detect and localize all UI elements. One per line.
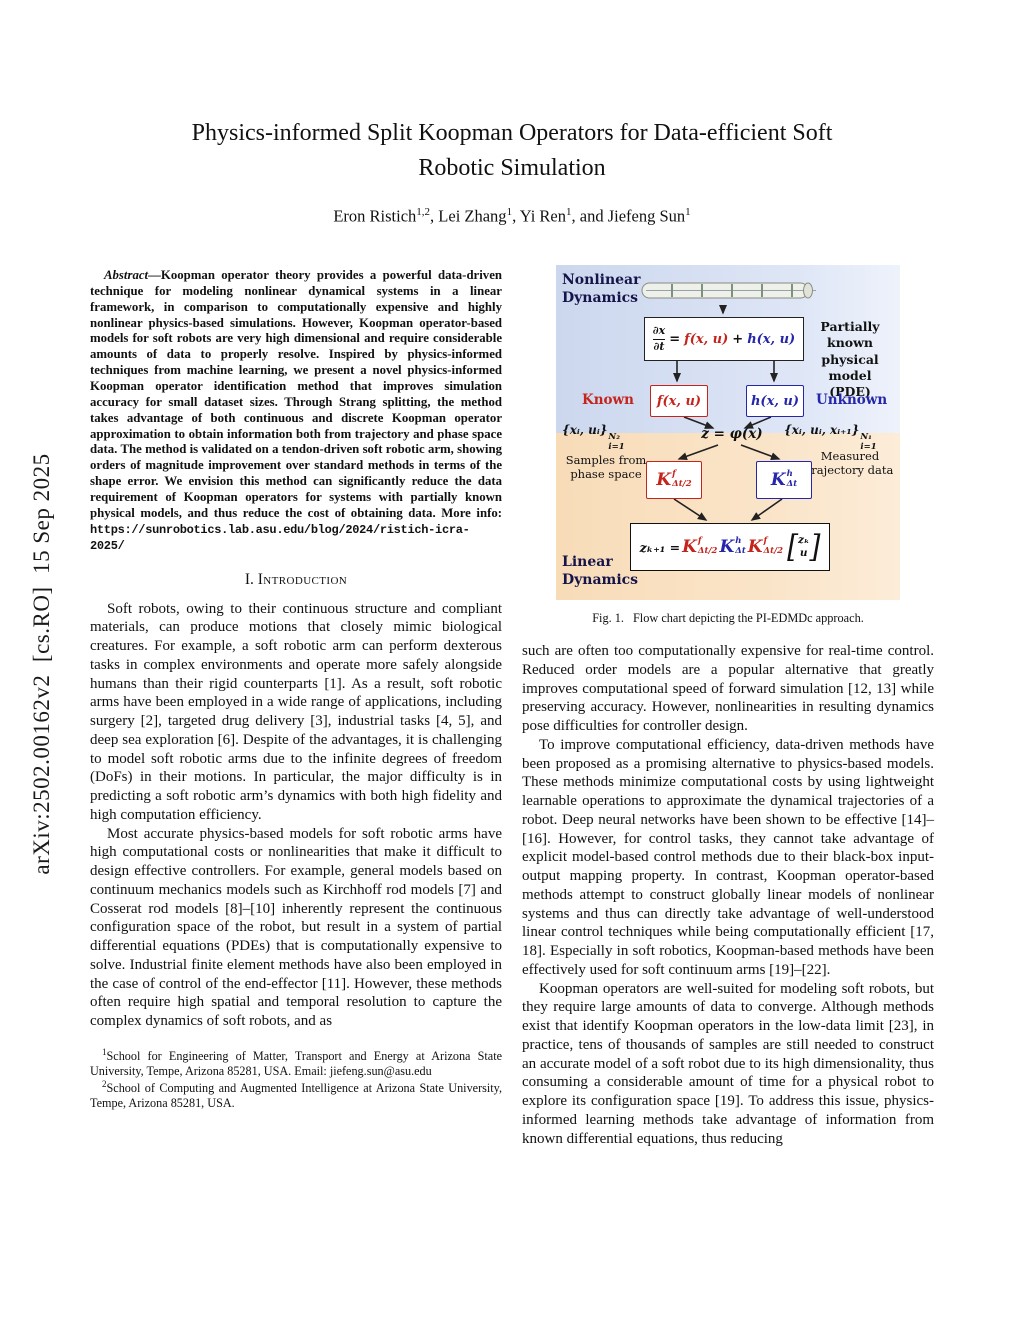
figure-caption-text: Flow chart depicting the PI-EDMDc approa…	[632, 611, 864, 625]
abstract-url-link[interactable]: https://sunrobotics.lab.asu.edu/blog/202…	[90, 522, 470, 553]
footnote-1-marker: 1	[102, 1046, 107, 1057]
h-function-box: h(x, u)	[746, 385, 804, 417]
footnote-2: 2School of Computing and Augmented Intel…	[90, 1079, 502, 1111]
figure-1-canvas-wrap: Nonlinear Dynamics ∂x∂t =	[556, 265, 900, 600]
flowchart: Nonlinear Dynamics ∂x∂t =	[556, 265, 900, 600]
final-eq-lhs: zₖ₊₁ =	[639, 539, 681, 555]
left-column: Abstract—Koopman operator theory provide…	[90, 262, 502, 1111]
f-term: f(x, u)	[684, 331, 729, 347]
abstract: Abstract—Koopman operator theory provide…	[90, 268, 502, 554]
figure-caption-label: Fig. 1.	[592, 611, 624, 625]
paper-title: Physics-informed Split Koopman Operators…	[191, 120, 833, 181]
body-paragraph-3: Koopman operators are well-suited for mo…	[522, 980, 934, 1147]
footnote-2-text: School of Computing and Augmented Intell…	[90, 1081, 502, 1111]
unknown-label: Unknown	[816, 392, 888, 408]
author-4-affiliation: 1	[685, 206, 691, 218]
footnotes: 1School for Engineering of Matter, Trans…	[90, 1047, 502, 1112]
author-2-affiliation: 1	[506, 206, 513, 218]
author-3: , Yi Ren	[512, 206, 566, 226]
right-column: Nonlinear Dynamics ∂x∂t =	[522, 262, 934, 1148]
linear-dynamics-label: Linear Dynamics	[562, 554, 639, 589]
author-1-affiliation: 1,2	[416, 206, 431, 218]
footnote-1-text: School for Engineering of Matter, Transp…	[90, 1048, 502, 1078]
h-term: h(x, u)	[747, 331, 796, 347]
arxiv-watermark: arXiv:2502.00162v2 [cs.RO] 15 Sep 2025	[29, 453, 54, 875]
section-heading-introduction: I. Introduction	[90, 571, 502, 589]
intro-paragraph-1: Soft robots, owing to their continuous s…	[90, 600, 502, 823]
intro-paragraph-2: Most accurate physics-based models for s…	[90, 825, 502, 1030]
figure-1: Nonlinear Dynamics ∂x∂t =	[522, 265, 934, 626]
section-title: Introduction	[257, 570, 348, 588]
author-1: Eron Ristich	[333, 206, 417, 226]
body-paragraph-2: To improve computational efficiency, dat…	[522, 736, 934, 978]
right-column-text: such are often too computationally expen…	[522, 642, 934, 1148]
author-4: , and Jiefeng Sun	[571, 206, 686, 226]
lifting-equation: z = φ(x)	[701, 426, 763, 442]
authors-line: Eron Ristich1,2, Lei Zhang1, Yi Ren1, an…	[0, 206, 1024, 227]
author-2: , Lei Zhang	[430, 206, 507, 226]
figure-caption: Fig. 1. Flow chart depicting the PI-EDMDc…	[522, 611, 934, 626]
known-label: Known	[582, 392, 634, 408]
flow-arrows	[673, 305, 783, 521]
trajectory-data-label: Measured trajectory data	[806, 449, 894, 478]
pde-model-label: Partially known physical model (PDE)	[820, 319, 880, 399]
footnote-2-marker: 2	[102, 1079, 107, 1090]
section-number: I.	[244, 570, 254, 588]
nonlinear-dynamics-label: Nonlinear Dynamics	[562, 272, 641, 307]
footnote-1: 1School for Engineering of Matter, Trans…	[90, 1047, 502, 1079]
abstract-label: Abstract—	[104, 268, 161, 282]
abstract-body: Koopman operator theory provides a power…	[90, 268, 502, 520]
author-3-affiliation: 1	[566, 206, 572, 218]
pde-equation-box: ∂x∂t = f(x, u) + h(x, u)	[644, 317, 804, 361]
f-function-box: f(x, u)	[650, 385, 708, 417]
phase-space-samples-label: Samples from phase space	[565, 453, 647, 482]
soft-arm-illustration	[641, 282, 816, 299]
body-paragraph-continuation: such are often too computationally expen…	[522, 643, 934, 734]
partial-fraction: ∂x∂t	[652, 323, 666, 353]
linear-dynamics-region	[556, 433, 900, 600]
